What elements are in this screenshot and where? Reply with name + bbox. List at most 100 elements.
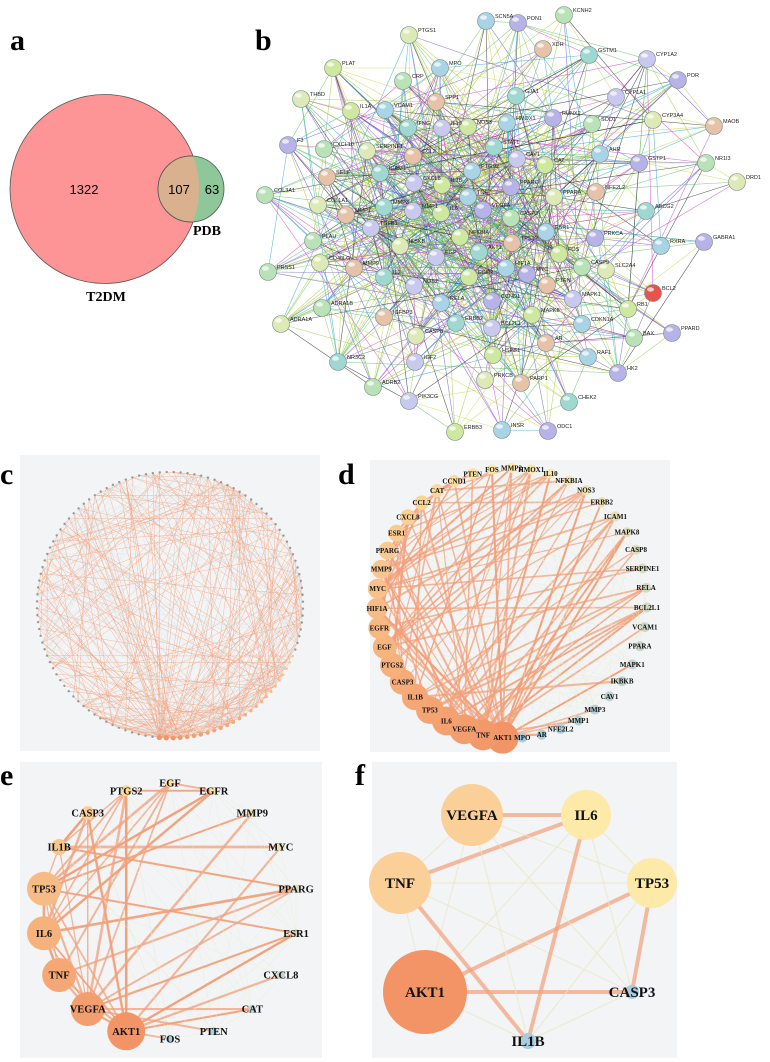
- network-node: [259, 699, 264, 704]
- network-edge: [87, 932, 297, 1010]
- ppi-node: [507, 87, 525, 105]
- network-node: [67, 517, 71, 520]
- network-edge: [387, 550, 596, 710]
- network-node: [55, 673, 58, 676]
- network-edge: [186, 513, 267, 737]
- network-edge: [201, 475, 303, 588]
- ppi-node-label: VCAM1: [394, 103, 413, 109]
- network-edge: [112, 477, 209, 726]
- network-node: [59, 528, 62, 531]
- ppi-edge: [326, 176, 355, 269]
- network-node-label: PPARG: [278, 884, 313, 895]
- network-edge: [47, 503, 257, 555]
- network-edge: [43, 790, 127, 934]
- network-node-label: IL1B: [47, 843, 70, 854]
- ppi-node-label: AHR: [609, 147, 621, 153]
- network-edge: [145, 622, 302, 736]
- ppi-node-highlight: [332, 356, 339, 361]
- network-edge: [250, 499, 303, 616]
- network-node-label: EGFR: [370, 624, 390, 632]
- network-edge: [68, 518, 202, 735]
- network-node: [198, 732, 204, 737]
- network-node-circle: [292, 884, 301, 893]
- ppi-node-label: IL6: [450, 206, 458, 212]
- network-node: [124, 729, 127, 732]
- network-edge: [60, 622, 302, 681]
- network-edge: [383, 480, 570, 648]
- network-node: [82, 704, 85, 708]
- ppi-node-label: MMP7: [355, 208, 371, 214]
- network-edge: [49, 547, 208, 733]
- ppi-edge: [414, 231, 547, 363]
- ppi-edge: [267, 212, 442, 273]
- ppi-edge: [366, 150, 442, 214]
- ppi-node-label: MMP3: [393, 200, 409, 206]
- network-edge: [383, 468, 532, 648]
- ppi-node-label: IL10: [451, 121, 462, 127]
- ppi-edge: [287, 110, 352, 146]
- ppi-node-sphere: [573, 315, 591, 333]
- ppi-node-sphere: [498, 114, 516, 132]
- ppi-node-label: CYP3A4: [662, 113, 683, 119]
- ppi-node-sphere: [427, 248, 445, 266]
- ppi-node: [502, 178, 520, 196]
- ppi-edge: [383, 236, 461, 278]
- ppi-node-sphere: [669, 71, 687, 89]
- ppi-node-sphere: [364, 378, 382, 396]
- ppi-edge: [646, 58, 654, 294]
- ppi-node-highlight: [314, 257, 321, 262]
- ppi-node: [545, 188, 563, 206]
- network-edge: [187, 685, 276, 738]
- network-edge: [87, 812, 171, 1040]
- network-edge: [36, 608, 188, 738]
- ppi-node-highlight: [731, 176, 738, 181]
- network-node: [87, 709, 91, 712]
- ppi-node-sphere: [432, 294, 450, 312]
- panel-label-d: d: [338, 458, 355, 491]
- network-node: [41, 641, 44, 644]
- ppi-edge: [439, 54, 590, 69]
- ppi-node-highlight: [407, 205, 414, 210]
- network-edge: [159, 535, 284, 738]
- nodes-layer: [369, 784, 677, 1049]
- network-node-circle: [42, 958, 77, 992]
- venn-count-pdb: 63: [205, 182, 219, 197]
- ppi-node: [705, 117, 723, 135]
- network-edge: [56, 481, 120, 536]
- network-node: [299, 579, 303, 583]
- ppi-edge: [383, 184, 443, 208]
- network-edge: [42, 642, 160, 738]
- network-node-label: IL6: [441, 717, 452, 725]
- ppi-node-sphere: [607, 88, 625, 106]
- ppi-node-sphere: [697, 154, 715, 172]
- network-edge: [491, 469, 551, 474]
- network-edge: [250, 499, 291, 663]
- network-node-circle: [383, 950, 467, 1034]
- network-node: [264, 695, 268, 699]
- network-edge: [207, 615, 303, 733]
- ppi-node-highlight: [511, 153, 518, 158]
- ppi-node-label: NFE2L2: [605, 185, 625, 191]
- ppi-edge: [379, 117, 554, 174]
- network-edge: [106, 503, 257, 722]
- network-node-label: NFKBIA: [555, 477, 582, 485]
- ppi-node-sphere: [539, 422, 557, 440]
- ppi-edge: [455, 322, 570, 403]
- ppi-edge: [372, 284, 548, 388]
- ppi-node-label: SCN5A: [495, 14, 514, 20]
- network-node: [39, 572, 42, 575]
- ppi-node-label: CAV1: [526, 152, 540, 158]
- ppi-node: [315, 140, 333, 158]
- network-edge: [169, 782, 214, 792]
- ppi-node: [503, 234, 521, 252]
- network-edge: [40, 567, 43, 636]
- network-edge: [39, 628, 287, 669]
- ppi-edge: [413, 285, 629, 310]
- ppi-edge: [321, 307, 549, 432]
- network-node: [273, 684, 277, 688]
- ppi-node-label: SELE: [336, 170, 350, 176]
- network-node: [163, 735, 169, 741]
- ppi-edge: [383, 276, 416, 363]
- network-node: [288, 661, 292, 664]
- network-edge: [194, 474, 276, 687]
